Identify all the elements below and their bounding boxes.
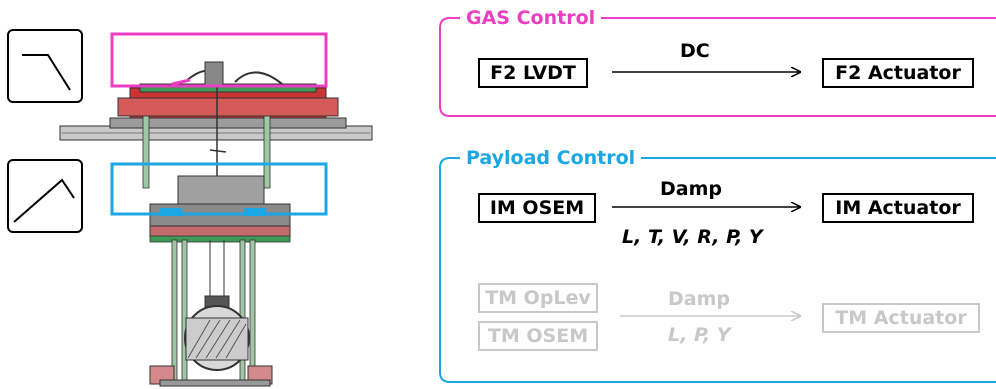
suspension-drawing [59, 61, 373, 387]
im-filter-label: Damp [660, 178, 722, 200]
tm-filter-label: Damp [668, 288, 730, 310]
gas-filter-label: DC [680, 40, 710, 62]
lowpass-filter-icon [7, 29, 83, 103]
im-actuator-box: IM Actuator [822, 193, 974, 223]
bandpass-filter-icon [7, 159, 83, 233]
f2-actuator-box: F2 Actuator [822, 58, 974, 88]
im-dofs-label: L, T, V, R, P, Y [622, 226, 763, 248]
tm-dofs-label: L, P, Y [668, 324, 731, 346]
gas-control-title: GAS Control [460, 9, 602, 28]
gas-control-frame [439, 17, 996, 117]
payload-control-title: Payload Control [460, 149, 642, 168]
im-osem-box: IM OSEM [478, 193, 596, 223]
f2-lvdt-box: F2 LVDT [478, 58, 588, 88]
tm-osem-box: TM OSEM [478, 321, 598, 351]
payload-highlight-frame [110, 162, 328, 216]
payload-control-frame [439, 157, 996, 383]
tm-actuator-box: TM Actuator [822, 303, 980, 333]
tm-oplev-box: TM OpLev [478, 283, 598, 313]
gas-highlight-frame [110, 32, 328, 88]
